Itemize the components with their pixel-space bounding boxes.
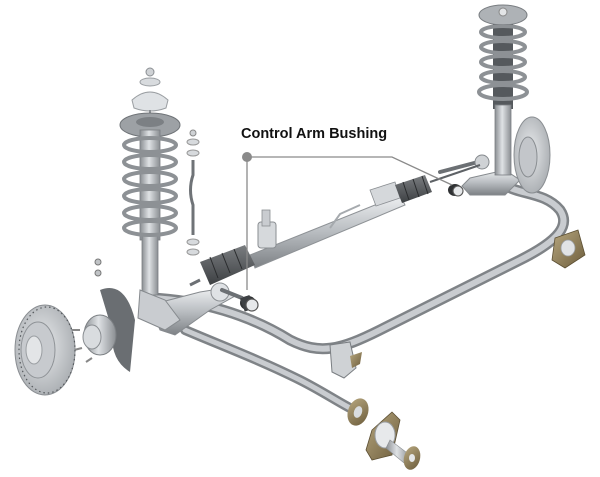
left-strut-assembly [119, 112, 181, 331]
loose-fasteners [94, 258, 102, 277]
left-coil-spring [122, 136, 178, 237]
stabilizer-bar-bushing-bracket [329, 341, 362, 379]
left-brake-shield [100, 288, 135, 372]
left-strut-mount [131, 67, 169, 122]
left-stabilizer-link [186, 129, 200, 256]
callout-dot [242, 152, 252, 162]
callout-label-control-arm-bushing: Control Arm Bushing [241, 126, 388, 142]
left-control-arm-bushing [239, 295, 259, 312]
left-brake-rotor [14, 304, 76, 396]
left-wheel-hub [72, 314, 117, 363]
left-rack-boot [200, 245, 255, 285]
right-brake-rotor [513, 116, 551, 194]
right-control-arm [438, 154, 521, 196]
callout-leader-lines [246, 156, 453, 290]
right-control-arm-bushing [448, 184, 464, 197]
right-subframe-mount [551, 229, 586, 269]
right-rack-boot [395, 164, 481, 203]
stabilizer-bar [144, 179, 570, 413]
steering-rack [189, 181, 406, 287]
subframe-mount [347, 398, 421, 470]
right-coil-spring [477, 24, 529, 101]
